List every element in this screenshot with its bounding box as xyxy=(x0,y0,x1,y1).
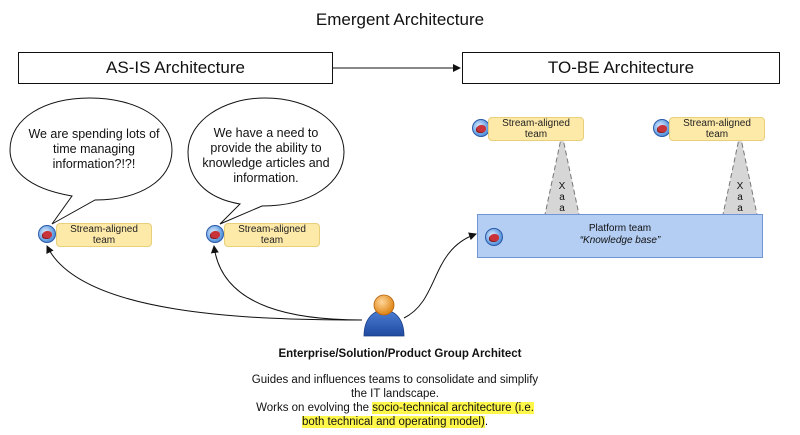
stream-aligned-team-as-is-1: Stream-aligned team xyxy=(56,223,152,247)
diagram-title: Emergent Architecture xyxy=(315,10,485,29)
xaas-char: X xyxy=(736,181,744,192)
stream-aligned-team-to-be-2: Stream-aligned team xyxy=(669,117,765,141)
team-label-line2: team xyxy=(92,235,116,246)
team-label-line1: Stream-aligned xyxy=(502,118,570,129)
team-label-line1: Stream-aligned xyxy=(238,224,306,235)
team-label-line1: Stream-aligned xyxy=(70,224,138,235)
speech-bubble-left xyxy=(9,97,173,225)
architect-label: Enterprise/Solution/Product Group Archit… xyxy=(278,348,522,360)
as-is-architecture-box: AS-IS Architecture xyxy=(18,52,333,84)
architect-person-icon xyxy=(363,294,405,337)
team-icon xyxy=(38,225,56,243)
team-label-line2: team xyxy=(260,235,284,246)
description-line2: the IT landscape. xyxy=(350,388,439,400)
bubble-right-text: We have a need to provide the ability to… xyxy=(202,126,330,185)
to-be-label: TO-BE Architecture xyxy=(547,58,695,77)
arrow-to-team-1 xyxy=(46,245,363,321)
stream-aligned-team-as-is-2: Stream-aligned team xyxy=(224,223,320,247)
team-icon xyxy=(485,228,503,246)
team-label-line2: team xyxy=(705,129,729,140)
arrow-to-platform xyxy=(403,232,477,319)
xaas-char: a xyxy=(559,192,565,203)
description-line3: Works on evolving the socio-technical ar… xyxy=(230,401,560,415)
bubble-left-text: We are spending lots of time managing in… xyxy=(28,127,160,171)
platform-team-name: Platform team xyxy=(588,223,652,234)
xaas-char: a xyxy=(737,203,743,214)
description-highlight-2: both technical and operating model) xyxy=(301,416,485,428)
architect-description: Guides and influences teams to consolida… xyxy=(230,373,560,429)
platform-team-box: Platform team “Knowledge base” xyxy=(477,214,763,258)
description-line3-prefix: Works on evolving the xyxy=(256,402,373,414)
stream-aligned-team-to-be-1: Stream-aligned team xyxy=(488,117,584,141)
description-line4-suffix: . xyxy=(484,416,489,428)
description-highlight-1: socio-technical architecture (i.e. xyxy=(372,402,534,414)
description-line4: both technical and operating model). xyxy=(230,415,560,429)
as-is-label: AS-IS Architecture xyxy=(106,58,245,77)
xaas-triangle-left xyxy=(542,133,582,225)
platform-team-subtitle: “Knowledge base” xyxy=(579,235,661,246)
xaas-char: a xyxy=(737,192,743,203)
description-line1: Guides and influences teams to consolida… xyxy=(251,374,539,386)
xaas-triangle-right xyxy=(720,133,760,225)
to-be-architecture-box: TO-BE Architecture xyxy=(462,52,780,84)
arrow-to-team-2 xyxy=(210,245,363,321)
speech-bubble-right xyxy=(187,97,345,225)
team-label-line1: Stream-aligned xyxy=(683,118,751,129)
team-label-line2: team xyxy=(524,129,548,140)
xaas-char: X xyxy=(558,181,566,192)
xaas-char: a xyxy=(559,203,565,214)
team-icon xyxy=(206,225,224,243)
